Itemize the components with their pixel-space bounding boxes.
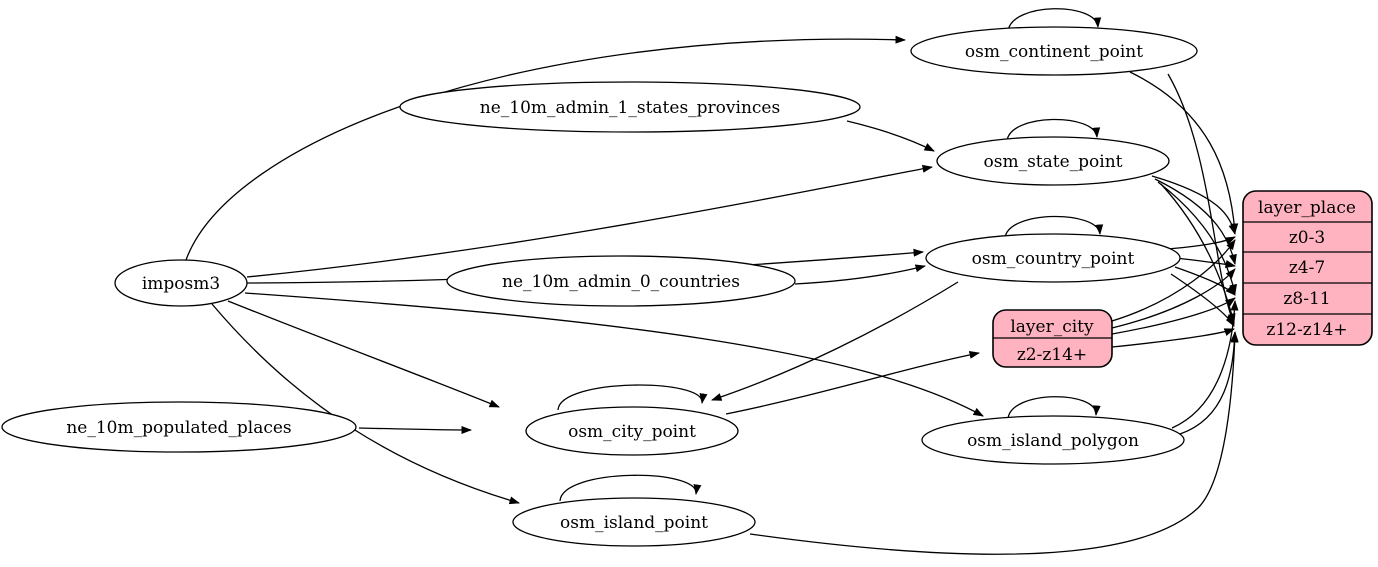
edge-osm_country_point-layer_place-z8-11 (1174, 266, 1236, 296)
record-layer_city: layer_city z2-z14+ (992, 309, 1113, 368)
node-ne_10m_populated_places: ne_10m_populated_places (1, 401, 357, 453)
edges (185, 8, 1239, 555)
node-osm_island_point-label: osm_island_point (560, 513, 708, 533)
node-osm_island_point-shape (512, 497, 756, 547)
edge-osm_state_point-layer_place-z12-z14 (1160, 183, 1236, 324)
selfloop-osm_country_point (1004, 215, 1104, 239)
node-imposm3-label: imposm3 (142, 274, 220, 294)
node-osm_island_polygon: osm_island_polygon (921, 415, 1185, 465)
edge-osm_island_point-layer_place-z12-z14 (749, 332, 1239, 555)
edge-osm_country_point-layer_place-z4-7 (1175, 257, 1236, 268)
node-osm_country_point-shape (925, 233, 1181, 283)
node-osm_island_point: osm_island_point (512, 497, 756, 547)
record-layer_city-row-z2-z14: z2-z14+ (1017, 345, 1087, 365)
node-osm_state_point-shape (936, 136, 1170, 186)
record-layer_place-row-z4-7: z4-7 (1289, 258, 1325, 278)
record-layer_city-title: layer_city (1010, 317, 1094, 337)
node-ne_10m_admin_1_states_provinces-label: ne_10m_admin_1_states_provinces (480, 98, 780, 118)
edge-osm_country_point-osm_city_point (711, 281, 959, 401)
node-osm_city_point-label: osm_city_point (568, 422, 696, 442)
edge-layer_city-layer_place-z4-7 (1111, 268, 1236, 329)
edge-osm_country_point-layer_place-z0-3 (1167, 236, 1236, 250)
selfloop-osm_island_point (559, 474, 702, 502)
node-osm_city_point-shape (525, 406, 739, 456)
node-imposm3: imposm3 (114, 259, 248, 307)
selfloop-osm_island_polygon (1007, 396, 1101, 420)
edge-ne_10m_populated_places-osm_city_point (358, 425, 472, 434)
selfloop-osm_state_point (1006, 118, 1101, 142)
edge-layer_city-layer_place-z0-3 (1111, 239, 1236, 322)
record-layer_place-title: layer_place (1258, 198, 1356, 218)
node-osm_island_polygon-shape (921, 415, 1185, 465)
node-ne_10m_populated_places-label: ne_10m_populated_places (66, 418, 291, 438)
selfloop-osm_city_point (557, 384, 708, 411)
edge-imposm3-osm_city_point (227, 300, 500, 408)
node-osm_city_point: osm_city_point (525, 406, 739, 456)
edge-osm_continent_point-layer_place-z0-3 (1129, 71, 1239, 234)
record-layer_place-row-z12-z14: z12-z14+ (1266, 320, 1347, 340)
edge-osm_state_point-layer_place-z4-7 (1154, 178, 1237, 265)
node-ne_10m_admin_0_countries-label: ne_10m_admin_0_countries (502, 272, 740, 292)
edge-ne_10m_admin_0_countries-osm_country_point (794, 264, 926, 285)
edge-osm_country_point-layer_place-z12-z14 (1170, 273, 1235, 327)
edge-imposm3-osm_island_point (211, 303, 520, 505)
edge-layer_city-layer_place-z12-z14 (1111, 328, 1235, 348)
node-osm_country_point-label: osm_country_point (972, 249, 1135, 269)
edge-imposm3-osm_island_polygon (244, 292, 984, 417)
edge-imposm3-osm_continent_point (185, 35, 906, 261)
node-osm_state_point: osm_state_point (936, 136, 1170, 186)
edge-osm_state_point-layer_place-z0-3 (1151, 175, 1237, 235)
node-ne_10m_admin_1_states_provinces-shape (399, 81, 861, 133)
edge-osm_city_point-layer_city-z2 (725, 350, 980, 415)
record-layer_place: layer_place z0-3 z4-7 z8-11 z12-z14+ (1242, 190, 1373, 346)
selfloop-osm_continent_point (1007, 8, 1102, 32)
node-imposm3-shape (114, 259, 248, 307)
edge-osm_island_polygon-layer_place-z8-11 (1171, 300, 1239, 429)
node-osm_continent_point: osm_continent_point (910, 26, 1198, 76)
edge-osm_state_point-layer_place-z8-11 (1157, 181, 1237, 295)
node-ne_10m_admin_1_states_provinces: ne_10m_admin_1_states_provinces (399, 81, 861, 133)
edge-ne_10m_admin_1_states_provinces-osm_state_point (846, 120, 935, 152)
record-layer_place-shape (1242, 190, 1373, 346)
edge-imposm3-osm_state_point (246, 164, 933, 278)
record-layer_place-row-z0-3: z0-3 (1289, 228, 1325, 248)
record-layer_place-row-z8-11: z8-11 (1283, 289, 1330, 309)
node-osm_continent_point-shape (910, 26, 1198, 76)
node-osm_state_point-label: osm_state_point (984, 152, 1123, 172)
edge-layer_city-layer_place-z8-11 (1111, 297, 1236, 335)
node-ne_10m_admin_0_countries-shape (446, 255, 796, 307)
node-osm_island_polygon-label: osm_island_polygon (967, 431, 1139, 451)
edge-osm_continent_point-layer_place-z12-z14 (1167, 73, 1235, 325)
node-osm_country_point: osm_country_point (925, 233, 1181, 283)
node-osm_continent_point-label: osm_continent_point (965, 42, 1143, 62)
node-ne_10m_populated_places-shape (1, 401, 357, 453)
node-ne_10m_admin_0_countries: ne_10m_admin_0_countries (446, 255, 796, 307)
